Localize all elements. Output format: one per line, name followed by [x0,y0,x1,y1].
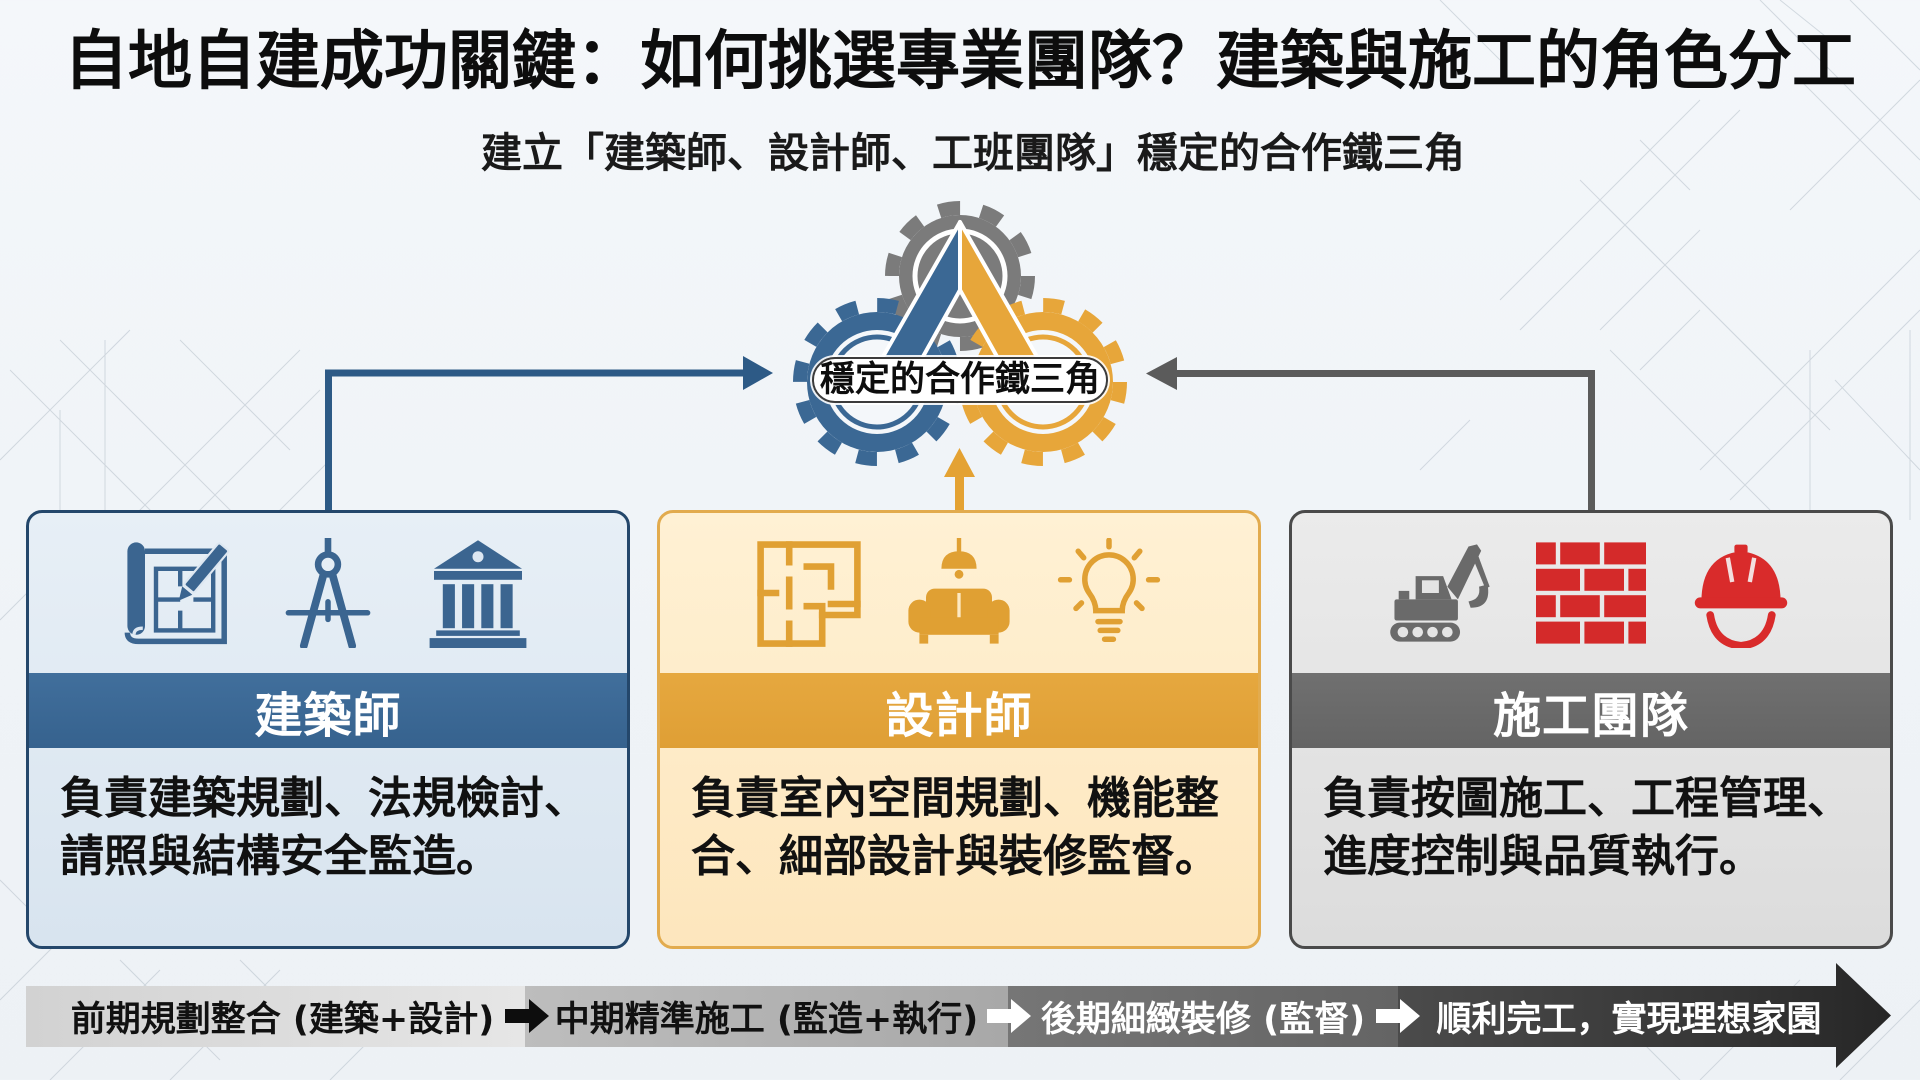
description-line: 負責建築規劃、法規檢討、 [60,773,588,824]
description-line: 進度控制與品質執行。 [1323,831,1763,882]
architect-title: 建築師 [29,673,627,748]
construction-team-title: 施工團隊 [1292,673,1890,748]
right-arrow-icon [987,999,1031,1033]
timeline-step-mid-construction: 中期精準施工 (監造+執行) [525,986,1008,1047]
sofa-lamp-icon [908,538,1010,644]
page-title: 自地自建成功關鍵：如何挑選專業團隊？建築與施工的角色分工 [64,25,1856,99]
designer-icon-row [660,513,1258,673]
construction-team-card: 施工團隊 負責按圖施工、工程管理、 進度控制與品質執行。 [1289,510,1893,949]
blueprint-icon [124,542,230,645]
construction-team-description: 負責按圖施工、工程管理、 進度控制與品質執行。 [1292,748,1890,886]
excavator-icon [1390,544,1490,642]
government-building-icon [429,540,527,648]
timeline-step-early-planning: 前期規劃整合 (建築+設計) [26,986,525,1047]
architect-connector-arrow [325,356,773,510]
hard-hat-icon [1694,544,1788,648]
timeline-step-completion-body: 順利完工，實現理想家園 [1398,986,1836,1047]
builder-connector-arrow [1146,357,1595,512]
description-line: 負責按圖施工、工程管理、 [1323,773,1851,824]
architect-card: 建築師 負責建築規劃、法規檢討、 請照與結構安全監造。 [26,510,630,949]
right-arrow-icon [1376,999,1420,1033]
gears-triangle-icon [793,201,1127,466]
floor-plan-icon [757,541,861,647]
designer-card: 設計師 負責室內空間規劃、機能整 合、細部設計與裝修監督。 [657,510,1261,949]
description-line: 合、細部設計與裝修監督。 [691,831,1219,882]
timeline-step-label: 前期規劃整合 (建築+設計) [70,1000,495,1040]
designer-connector-arrow [944,448,975,510]
light-bulb-icon [1057,538,1161,642]
architect-description: 負責建築規劃、法規檢討、 請照與結構安全監造。 [29,748,627,886]
brick-wall-icon [1536,542,1646,644]
architect-icon-row [29,513,627,673]
timeline-step-label: 後期細緻裝修 (監督) [1040,1000,1366,1040]
hub-label: 穩定的合作鐵三角 [812,357,1108,403]
description-line: 請照與結構安全監造。 [60,831,500,882]
description-line: 負責室內空間規劃、機能整 [691,773,1219,824]
timeline-step-label: 順利完工，實現理想家園 [1436,1000,1822,1040]
drafting-compass-icon [285,538,371,648]
timeline-step-label: 中期精準施工 (監造+執行) [554,1000,979,1040]
construction-icon-row [1292,513,1890,673]
designer-description: 負責室內空間規劃、機能整 合、細部設計與裝修監督。 [660,748,1258,886]
right-arrow-icon [505,999,549,1033]
timeline-step-late-finishing: 後期細緻裝修 (監督) [1008,986,1398,1047]
page-subtitle: 建立「建築師、設計師、工班團隊」穩定的合作鐵三角 [481,129,1465,177]
designer-title: 設計師 [660,673,1258,748]
